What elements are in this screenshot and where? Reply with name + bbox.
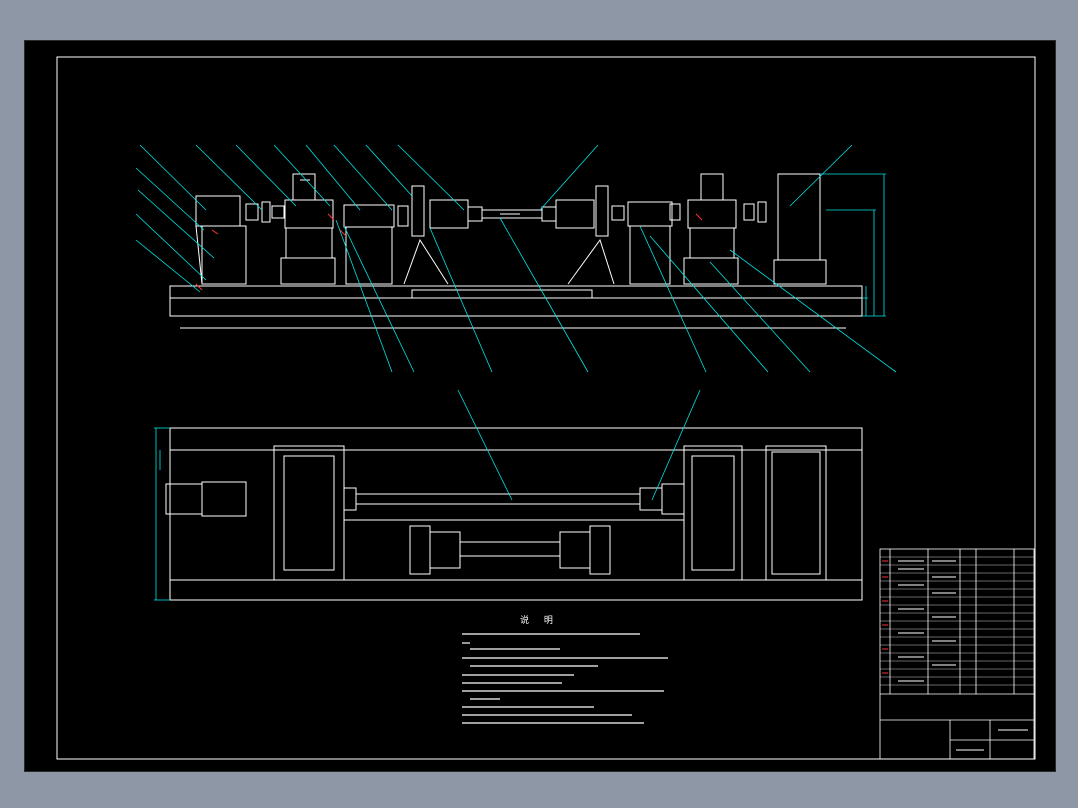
front-dimensions: [820, 173, 886, 317]
leader-lines-front: [135, 144, 897, 373]
title-block: [879, 548, 1035, 760]
top-view: [165, 427, 863, 601]
top-dimensions: [154, 389, 701, 601]
title-block-rows: [880, 556, 1034, 686]
title-block-text-strokes: [898, 560, 1028, 751]
front-view: [169, 173, 863, 329]
technical-notes: [462, 633, 668, 724]
inner-border: [56, 56, 1036, 760]
hatch-marks: [195, 213, 703, 291]
title-block-red-marks: [882, 560, 888, 674]
drawing-frame: [24, 40, 1056, 772]
notes-title: 说 明: [520, 616, 559, 626]
